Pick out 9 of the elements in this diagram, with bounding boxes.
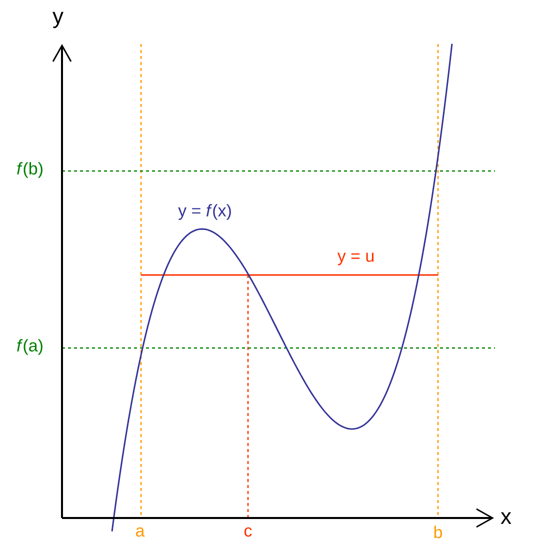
tick-label: c	[244, 527, 252, 537]
value-label: f(a)	[17, 339, 42, 355]
line-label: y = u	[337, 252, 374, 266]
curve-label: y = f(x)	[178, 204, 231, 220]
value-label: f(b)	[17, 162, 42, 178]
axis-label: x	[500, 512, 512, 524]
tick-label: b	[434, 526, 442, 538]
axis-label: y	[52, 12, 64, 28]
tick-label: a	[136, 527, 145, 537]
